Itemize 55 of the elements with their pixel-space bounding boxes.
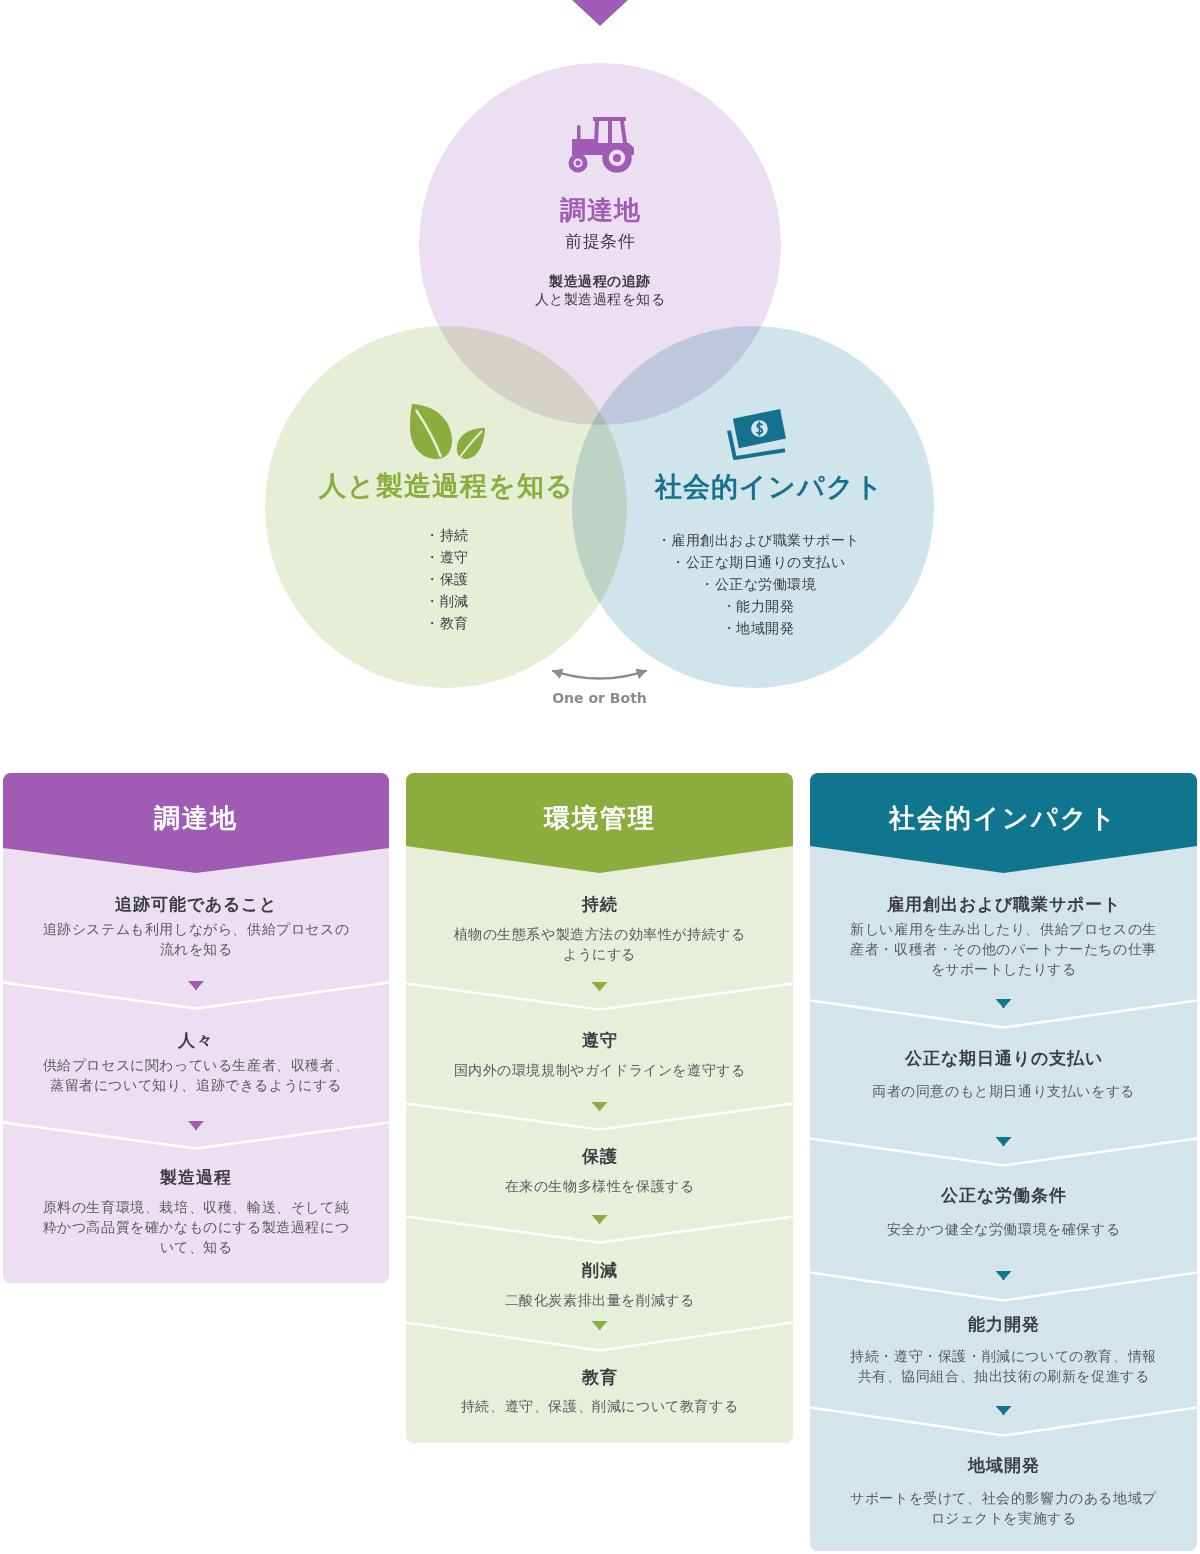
step-panel <box>406 1321 793 1443</box>
double-arrow <box>551 668 648 680</box>
step-description: 在来の生物多様性を保護する <box>504 1177 695 1196</box>
column-panel <box>406 773 793 1443</box>
step-description: 持続・遵守・保護・削減についての教育、情報共有、協同組合、抽出技術の刷新を促進する <box>849 1347 1158 1386</box>
step-title: 公正な労働条件 <box>940 1184 1067 1207</box>
bullet-item: ・公正な期日通りの支払い <box>671 553 845 572</box>
bullet-item: ・能力開発 <box>721 597 795 616</box>
bullet-item: ・削減 <box>425 592 469 611</box>
step-description: 新しい雇用を生み出したり、供給プロセスの生産者・収穫者・その他のパートナーたちの仕事をサポートしたりする <box>849 920 1158 979</box>
step-description: 原料の生育環境、栽培、収穫、輸送、そして純粋かつ高品質を確かなものにする製造過程について、知る <box>41 1198 351 1257</box>
step-title: 遵守 <box>581 1029 618 1052</box>
chevron-arrow <box>572 0 628 26</box>
step-description: サポートを受けて、社会的影響力のある地域プロジェクトを実施する <box>849 1489 1158 1528</box>
column-heading: 調達地 <box>154 802 238 835</box>
step-description: 二酸化炭素排出量を削減する <box>504 1291 695 1310</box>
step-description: 供給プロセスに関わっている生産者、収穫者、蒸留者について知り、追跡できるようにする <box>41 1056 351 1095</box>
circle-title: 調達地 <box>559 193 641 227</box>
bullet-item: ・遵守 <box>425 548 469 567</box>
step-description: 植物の生態系や製造方法の効率性が持続するようにする <box>452 925 747 964</box>
circle-subtitle: 前提条件 <box>565 230 635 253</box>
circle-title: 人と製造過程を知る <box>318 469 574 503</box>
step-title: 雇用創出および職業サポート <box>886 893 1121 916</box>
caption-heading: 製造過程の追跡 <box>549 271 651 291</box>
column-heading: 社会的インパクト <box>889 802 1118 835</box>
column-panel <box>810 773 1197 1551</box>
circle-title: 社会的インパクト <box>654 470 884 504</box>
bullet-item: ・持続 <box>425 526 469 545</box>
bullet-item: ・教育 <box>425 614 469 633</box>
step-description: 両者の同意のもと期日通り支払いをする <box>872 1082 1135 1101</box>
step-title: 持続 <box>581 893 618 916</box>
step-title: 保護 <box>581 1145 618 1168</box>
step-description: 安全かつ健全な労働環境を確保する <box>886 1220 1121 1239</box>
column-heading: 環境管理 <box>543 802 656 835</box>
step-title: 人々 <box>178 1029 214 1052</box>
step-panel <box>3 1121 389 1283</box>
step-description: 持続、遵守、保護、削減について教育する <box>460 1397 739 1416</box>
bullet-item: ・雇用創出および職業サポート <box>656 531 860 550</box>
step-title: 公正な期日通りの支払い <box>904 1047 1103 1070</box>
bullet-item: ・保護 <box>425 570 469 589</box>
down-arrow <box>191 1120 201 1131</box>
down-arrow <box>191 980 201 991</box>
bullet-item: ・地域開発 <box>721 619 795 638</box>
step-title: 地域開発 <box>967 1454 1040 1477</box>
step-title: 能力開発 <box>967 1313 1040 1336</box>
step-title: 削減 <box>581 1259 618 1282</box>
step-title: 教育 <box>581 1366 618 1389</box>
step-title: 追跡可能であること <box>115 893 277 916</box>
step-title: 製造過程 <box>160 1166 232 1189</box>
step-panel <box>810 1406 1197 1551</box>
step-description: 追跡システムも利用しながら、供給プロセスの流れを知る <box>41 920 351 959</box>
column-panel <box>3 773 389 1283</box>
bullet-item: ・公正な労働環境 <box>700 575 816 594</box>
step-description: 国内外の環境規制やガイドラインを遵守する <box>453 1061 746 1080</box>
caption-text: 人と製造過程を知る <box>534 289 666 309</box>
